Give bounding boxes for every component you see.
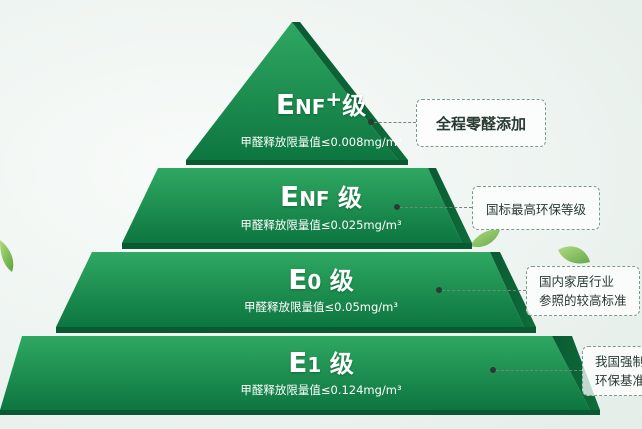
- tier-subtitle-e0: 甲醛释放限量值≤0.05mg/m³: [244, 300, 398, 314]
- tier-title-enf-plus: ENF+级: [275, 87, 367, 121]
- callout-dot-3: [436, 287, 442, 293]
- callout-zero-formaldehyde: 全程零醛添加: [416, 99, 546, 147]
- pyramid-tier-enf-plus: [186, 22, 408, 165]
- callout-dot-4: [490, 367, 496, 373]
- tier-title-e0: E0 级: [288, 263, 354, 296]
- tier-title-e1: E1 级: [288, 346, 354, 379]
- callout-leader-3: [442, 290, 526, 291]
- callout-industry-standard: 国内家居行业 参照的较高标准: [526, 266, 640, 316]
- callout-national-top-grade: 国标最高环保等级: [472, 186, 600, 230]
- tier-title-enf: ENF 级: [280, 180, 362, 213]
- callout-leader-2: [400, 207, 472, 208]
- callout-mandatory-baseline: 我国强制 环保基准: [582, 346, 642, 396]
- tier-subtitle-enf-plus: 甲醛释放限量值≤0.008mg/m³: [240, 135, 402, 149]
- leaf-decoration-left: [0, 240, 14, 272]
- leaf-decoration-mid: [470, 229, 500, 248]
- callout-leader-1: [374, 122, 416, 123]
- pyramid-tier-enf: [122, 168, 472, 249]
- tier-subtitle-e1: 甲醛释放限量值≤0.124mg/m³: [240, 383, 402, 397]
- tier-subtitle-enf: 甲醛释放限量值≤0.025mg/m³: [240, 218, 402, 232]
- callout-leader-4: [496, 370, 582, 371]
- callout-dot-1: [368, 119, 374, 125]
- pyramid-tier-e0: [56, 252, 536, 333]
- callout-dot-2: [394, 204, 400, 210]
- leaf-decoration-right: [558, 246, 590, 264]
